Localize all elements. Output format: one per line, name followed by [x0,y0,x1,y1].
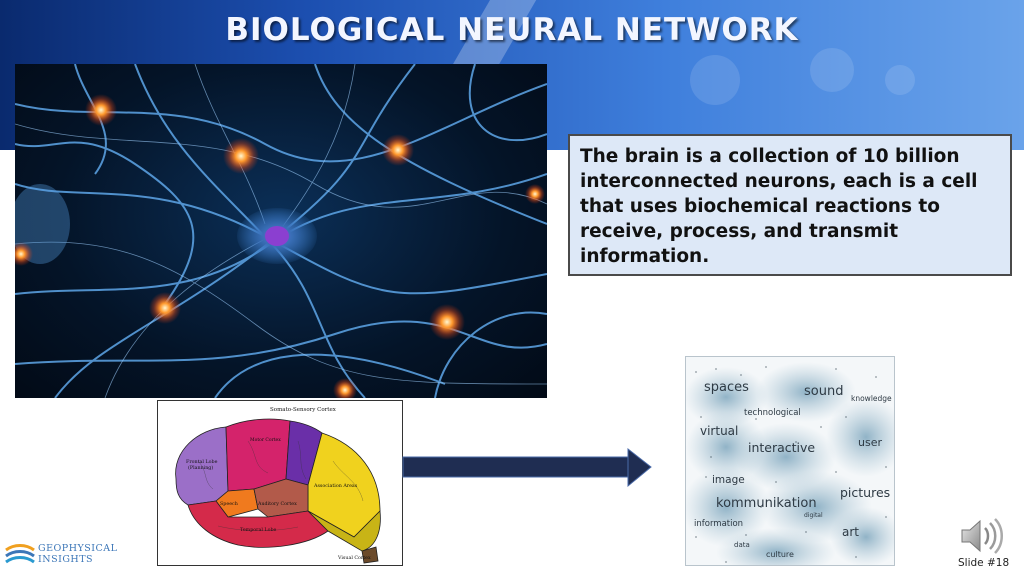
slide-number: Slide #18 [958,557,1010,569]
brain-label-speech: Speech [220,501,238,507]
speaker-icon[interactable] [960,516,1006,556]
word-image: image [712,474,745,486]
logo-line-1: GEOPHYSICAL [38,543,118,554]
brain-label-frontal: Frontal Lobe [186,459,218,465]
word-kommunikation: kommunikation [716,496,817,511]
company-logo: GEOPHYSICAL INSIGHTS [4,540,124,570]
header-bubble [885,65,915,95]
word-culture: culture [766,550,794,559]
brain-illustration: Somato-Sensory Cortex Motor Cortex Front… [175,407,381,564]
word-data: data [734,541,750,549]
info-text: The brain is a collection of 10 billion … [580,146,978,267]
word-digital: digital [804,512,823,519]
brain-label-planning: (Planning) [188,464,213,471]
geophysical-insights-logo-icon [5,544,35,564]
brain-diagram: Somato-Sensory Cortex Motor Cortex Front… [157,400,403,566]
brain-label-motor: Motor Cortex [250,437,281,443]
brain-label-temporal: Temporal Lobe [240,527,277,533]
header-bubble [690,55,740,105]
header-bubble [810,48,854,92]
word-cloud: spaces sound knowledge technological vir… [685,356,895,566]
word-interactive: interactive [748,440,815,455]
info-text-box: The brain is a collection of 10 billion … [568,134,1012,276]
neuron-photo [15,64,547,398]
word-sound: sound [804,384,843,399]
brain-label-auditory: Auditory Cortex [257,501,297,507]
word-virtual: virtual [700,424,738,438]
word-knowledge: knowledge [851,394,892,403]
logo-line-2: INSIGHTS [38,554,94,565]
brain-label-association: Association Areas [313,483,358,489]
word-user: user [858,436,882,449]
brain-label-visual: Visual Cortex [337,555,371,561]
brain-label-somato: Somato-Sensory Cortex [270,407,337,413]
slide-title: BIOLOGICAL NEURAL NETWORK [225,12,799,48]
word-information: information [694,519,743,529]
arrow-right-icon [402,447,652,488]
word-pictures: pictures [840,485,890,500]
word-art: art [842,525,859,539]
word-technological: technological [744,408,801,418]
neuron-illustration [15,64,547,398]
word-spaces: spaces [704,380,749,395]
word-cloud-illustration: spaces sound knowledge technological vir… [686,362,894,565]
